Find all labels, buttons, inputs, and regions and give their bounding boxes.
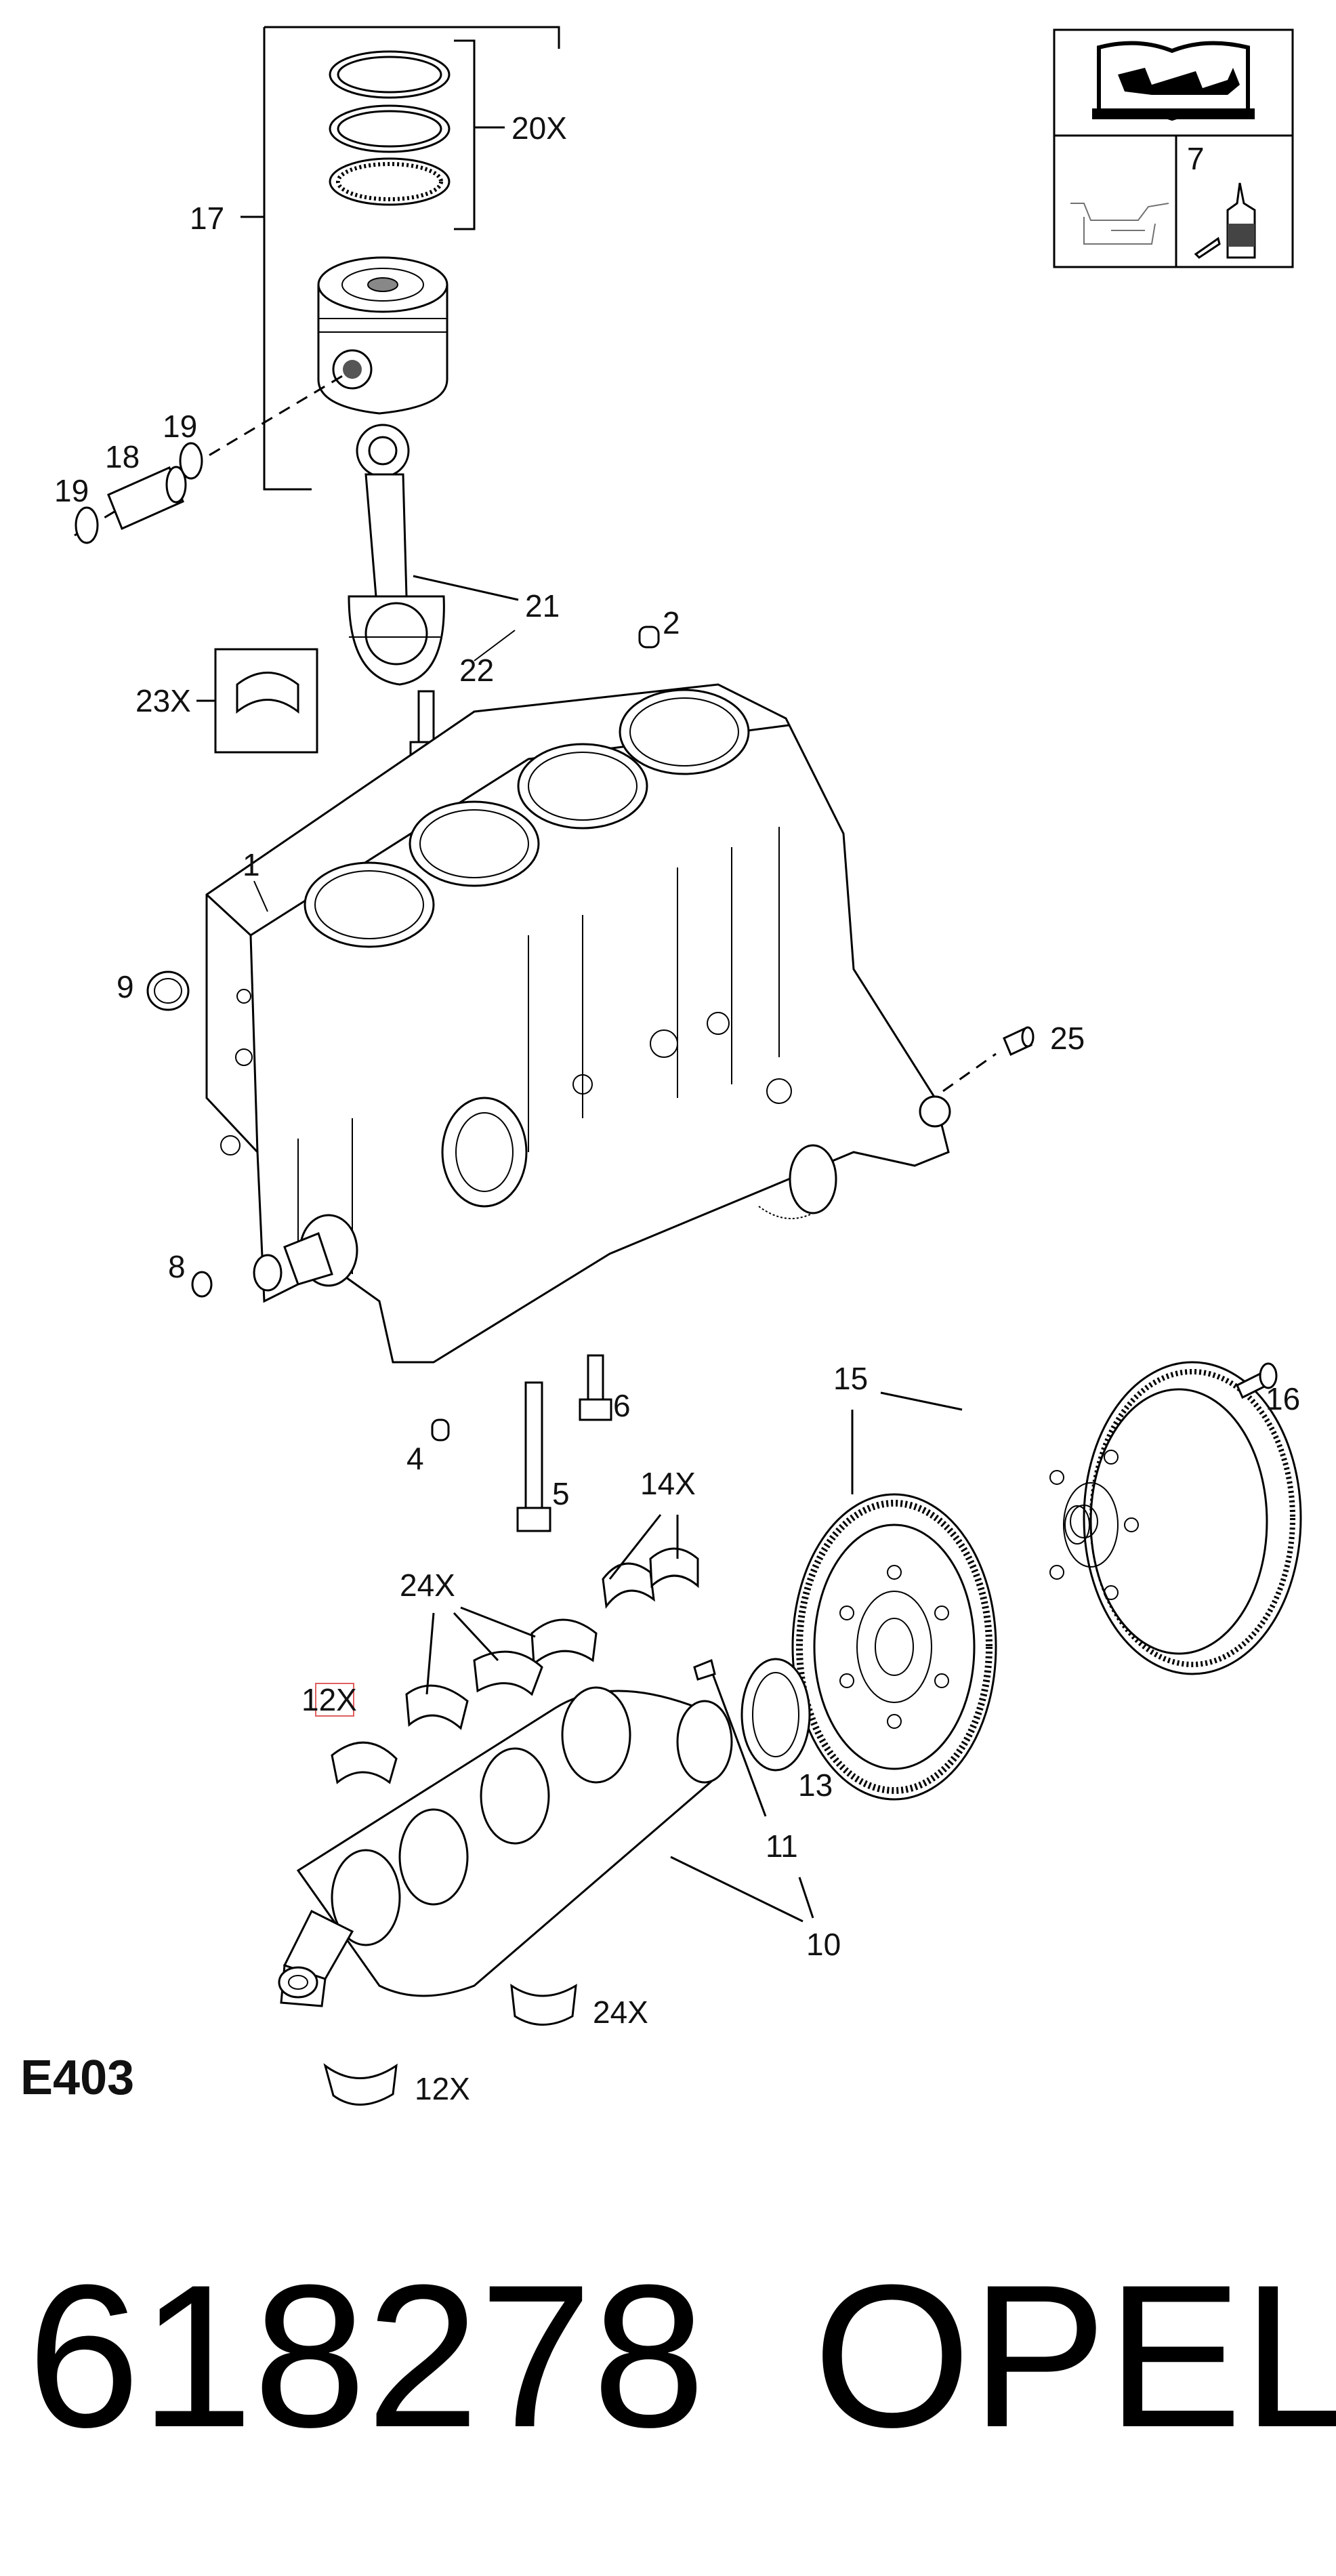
callout-12x-bottom: 12X (415, 2071, 470, 2106)
piston-group: 17 20X (54, 26, 567, 544)
piston-rings (329, 50, 451, 206)
catalog-number: 618278 (27, 2242, 705, 2470)
callout-17: 17 (190, 201, 224, 236)
callout-11: 11 (766, 1828, 798, 1864)
callout-12x-top: 12X (301, 1682, 357, 1717)
highlight-box (315, 1683, 354, 1717)
callout-15: 15 (833, 1361, 868, 1396)
flywheel-bolt-16 (1236, 1362, 1278, 1399)
brand-name: OPEL (813, 2242, 1336, 2470)
callout-24x-bottom: 24X (593, 1995, 648, 2030)
main-bearings-upper (405, 1618, 598, 1730)
connecting-rod (348, 424, 445, 686)
callout-5: 5 (552, 1476, 570, 1511)
dowel-2 (638, 626, 660, 649)
sealant-bottle-icon (1194, 182, 1256, 259)
callout-4: 4 (406, 1441, 424, 1476)
callout-6: 6 (613, 1388, 631, 1423)
callout-8: 8 (168, 1249, 186, 1284)
callout-16: 16 (1266, 1381, 1300, 1416)
rear-oil-seal (740, 1658, 811, 1772)
callout-18: 18 (105, 439, 140, 474)
engine-block (205, 683, 951, 1364)
callout-13: 13 (798, 1767, 833, 1803)
core-plug-9 (146, 970, 190, 1011)
callout-19-right: 19 (163, 409, 197, 444)
piston-pin (107, 466, 187, 531)
callout-23x: 23X (135, 683, 191, 718)
thrust-washers (602, 1547, 699, 1609)
plug-8 (191, 1271, 213, 1298)
dowel-25 (1003, 1026, 1035, 1057)
conrod-bearing-box (214, 648, 318, 754)
main-bolt-5 (516, 1381, 551, 1532)
dowel-4 (431, 1418, 450, 1442)
flexplate (791, 1493, 997, 1801)
callout-10: 10 (806, 1927, 841, 1962)
circlip-left (75, 506, 99, 544)
conrod-bearing-lower (323, 2063, 398, 2106)
callout-21: 21 (525, 588, 560, 623)
callout-19-left: 19 (54, 473, 89, 508)
book-wrench-icon (1092, 41, 1255, 121)
main-bearing-lower (510, 1983, 577, 2026)
piston (317, 256, 448, 415)
dowel-11 (693, 1658, 716, 1681)
callout-7: 7 (1187, 141, 1205, 176)
callout-24x-top: 24X (400, 1568, 455, 1603)
callout-22: 22 (459, 653, 494, 688)
crankshaft (278, 1686, 733, 2007)
callout-2: 2 (663, 605, 680, 640)
circlip-right (179, 442, 203, 480)
callout-25: 25 (1050, 1021, 1085, 1056)
oil-pan-icon (1070, 203, 1169, 245)
callout-9: 9 (117, 969, 134, 1004)
bolt-6 (579, 1354, 612, 1421)
callout-14x: 14X (640, 1466, 696, 1501)
flywheel (1049, 1361, 1302, 1675)
legend-box: 7 (1053, 28, 1294, 268)
callout-20x: 20X (512, 110, 567, 146)
conrod-bearing-upper (331, 1741, 398, 1784)
callout-1: 1 (243, 847, 260, 882)
diagram-code: E403 (20, 2051, 134, 2105)
